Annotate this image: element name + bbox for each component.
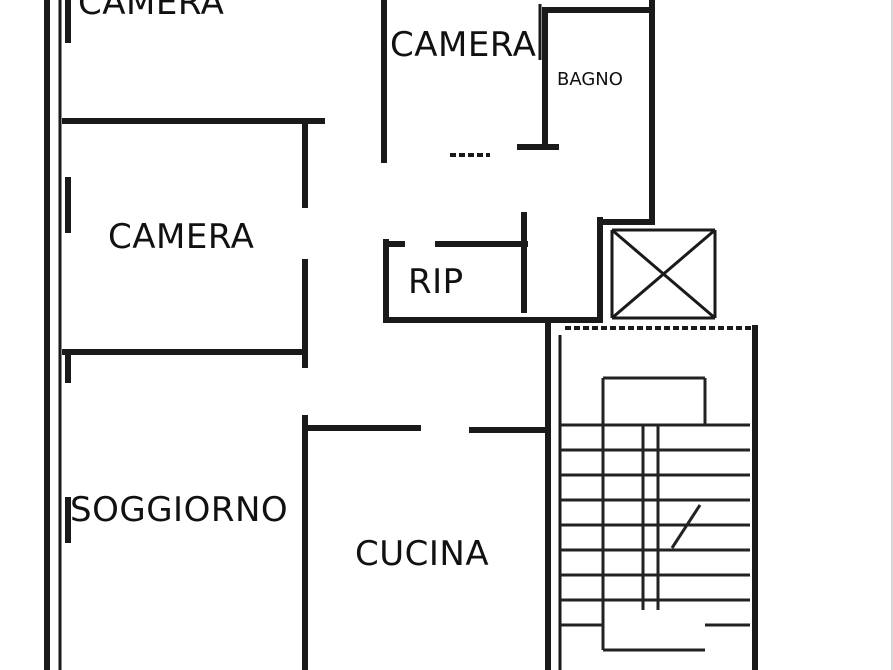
camera-top-left-walls	[62, 118, 325, 208]
room-label-rip: RIP	[408, 262, 464, 302]
room-label-camera-top-left: CAMERA	[78, 0, 225, 23]
room-label-camera-top-center: CAMERA	[390, 25, 537, 65]
room-label-soggiorno: SOGGIORNO	[70, 490, 289, 530]
room-label-cucina: CUCINA	[355, 534, 490, 574]
room-label-camera-left: CAMERA	[108, 217, 255, 257]
exterior-left-wall	[44, 0, 71, 670]
room-label-bagno: BAGNO	[557, 69, 623, 90]
shaft	[597, 217, 717, 321]
frame-edge	[891, 0, 893, 670]
camera-left-walls	[62, 259, 308, 368]
stairwell	[545, 317, 758, 670]
bagno-walls	[538, 0, 655, 223]
camera-top-center-walls	[381, 0, 559, 163]
cucina-walls	[302, 405, 551, 670]
rip-walls	[383, 212, 603, 323]
